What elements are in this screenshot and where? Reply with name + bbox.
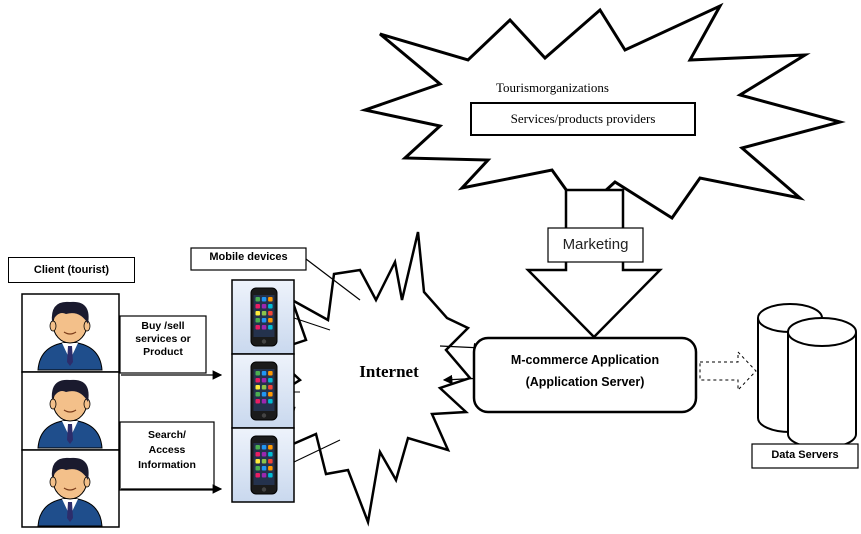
client-title-box: Client (tourist)	[8, 257, 135, 283]
data-servers-label: Data Servers	[771, 449, 839, 461]
smartphone-icon	[250, 361, 278, 421]
app-server-label: M-commerce Application (Application Serv…	[478, 349, 692, 393]
providers-label: Services/products providers	[510, 111, 656, 126]
app-line-1: M-commerce Application	[510, 353, 660, 367]
app-to-data-arrow	[699, 350, 757, 392]
smartphone-icon	[250, 435, 278, 495]
marketing-label: Marketing	[562, 236, 629, 253]
buy-label-line-2: services or	[135, 333, 191, 345]
search-label-line-1: Search/	[148, 429, 186, 441]
buy-label-line-3: Product	[143, 346, 183, 358]
app-server-box	[472, 336, 698, 414]
devices-label: Mobile devices	[209, 251, 288, 263]
search-label-line-3: Information	[138, 459, 196, 471]
search-label-box	[119, 421, 215, 491]
client-title: Client (tourist)	[33, 264, 110, 276]
person-icon	[37, 457, 103, 527]
person-icon	[37, 301, 103, 371]
buy-label-line-1: Buy /sell	[141, 320, 185, 332]
smartphone-icon	[250, 287, 278, 347]
database-icon	[757, 303, 857, 449]
internet-label: Internet	[359, 362, 419, 381]
buy-label: Buy /sell services or Product	[120, 320, 206, 359]
data-servers-label-box	[751, 443, 859, 469]
marketing-arrow	[525, 188, 663, 339]
link-device-3	[293, 439, 341, 463]
tourism-org-label: Tourismorganizations	[496, 80, 609, 95]
search-label-line-2: Access	[148, 444, 186, 456]
providers-box: Services/products providers	[470, 102, 696, 136]
person-icon	[37, 379, 103, 449]
buy-label-box	[119, 315, 207, 374]
search-label: Search/ Access Information	[120, 428, 214, 473]
app-line-2: (Application Server)	[525, 375, 645, 389]
devices-pointer-line	[305, 258, 361, 301]
link-device-1	[293, 317, 331, 331]
marketing-label-box	[547, 227, 644, 263]
